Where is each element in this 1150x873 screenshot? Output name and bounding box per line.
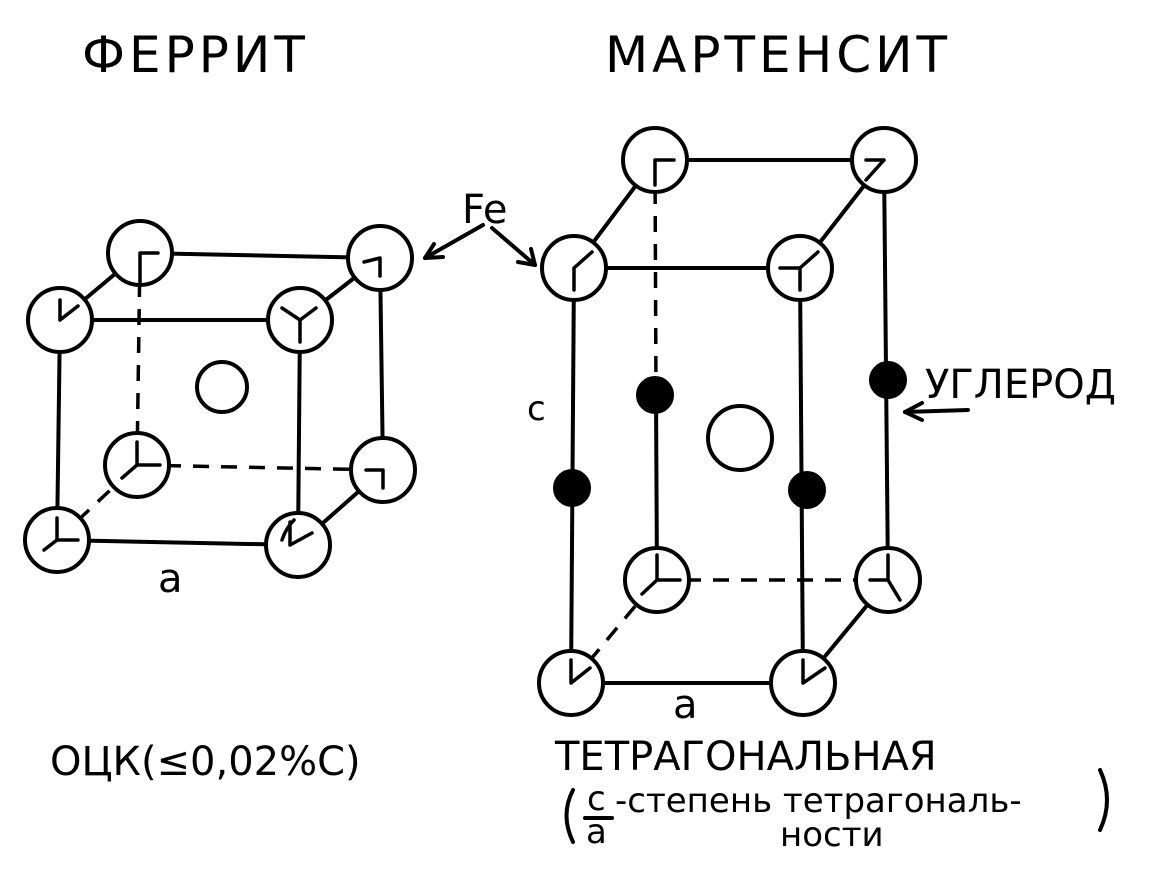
martensite-cell: МАРТЕНСИТ	[527, 26, 1116, 855]
martensite-caption: ТЕТРАГОНАЛЬНАЯ	[554, 734, 937, 780]
fe-arrow-left	[423, 223, 485, 260]
fe-arrow-right	[490, 226, 537, 267]
ratio-denominator: a	[586, 812, 607, 852]
ferrite-center-atom	[195, 360, 249, 414]
fe-label: Fe	[462, 187, 507, 233]
martensite-fe-atom	[621, 126, 689, 194]
ferrite-fe-atom	[264, 511, 332, 579]
ratio-text-line2: ности	[780, 815, 884, 855]
martensite-center-atom	[706, 404, 774, 472]
martensite-fe-atom	[537, 649, 605, 717]
ferrite-title: ФЕРРИТ	[82, 26, 309, 84]
martensite-fe-atom	[540, 234, 608, 302]
fe-callout: Fe	[423, 187, 537, 267]
fe-arrowhead-left	[423, 242, 445, 260]
martensite-carbon-atom	[869, 361, 907, 399]
fe-arrowhead-right	[516, 247, 537, 267]
martensite-title: МАРТЕНСИТ	[605, 26, 951, 84]
left-paren	[564, 788, 575, 844]
ferrite-cell: ФЕРРИТ a	[23, 26, 417, 785]
martensite-carbon-atom	[553, 469, 591, 507]
martensite-fe-atom	[850, 126, 918, 194]
martensite-fe-atom	[769, 649, 837, 717]
martensite-carbon-atom	[636, 376, 674, 414]
ratio-text-line1: -степень тетрагональ-	[615, 781, 1022, 821]
martensite-fe-atom	[623, 546, 691, 614]
ferrite-fe-atom	[103, 431, 171, 499]
ferrite-fe-atom	[106, 219, 174, 287]
martensite-carbon-atom	[788, 471, 826, 509]
ferrite-fe-atom	[26, 286, 94, 354]
martensite-a-label: a	[673, 682, 698, 728]
carbon-arrow	[903, 408, 970, 414]
ferrite-caption: ОЦК(≤0,02%С)	[50, 739, 361, 785]
martensite-fe-atom	[854, 546, 922, 614]
right-paren	[1098, 768, 1109, 832]
ferrite-fe-atom	[266, 286, 334, 354]
ratio-numerator: c	[587, 779, 606, 819]
ferrite-fe-atom	[349, 436, 417, 504]
martensite-c-label: c	[527, 389, 546, 429]
carbon-arrowhead	[903, 401, 924, 422]
martensite-hidden-edges	[569, 159, 888, 685]
ferrite-fe-atom	[346, 224, 414, 292]
ferrite-a-label: a	[158, 556, 183, 602]
ferrite-fe-atom	[23, 506, 91, 574]
tetragonality-note: c a -степень тетрагональ- ности	[564, 768, 1109, 855]
martensite-fe-atom	[766, 234, 834, 302]
carbon-label: УГЛЕРОД	[925, 362, 1116, 408]
